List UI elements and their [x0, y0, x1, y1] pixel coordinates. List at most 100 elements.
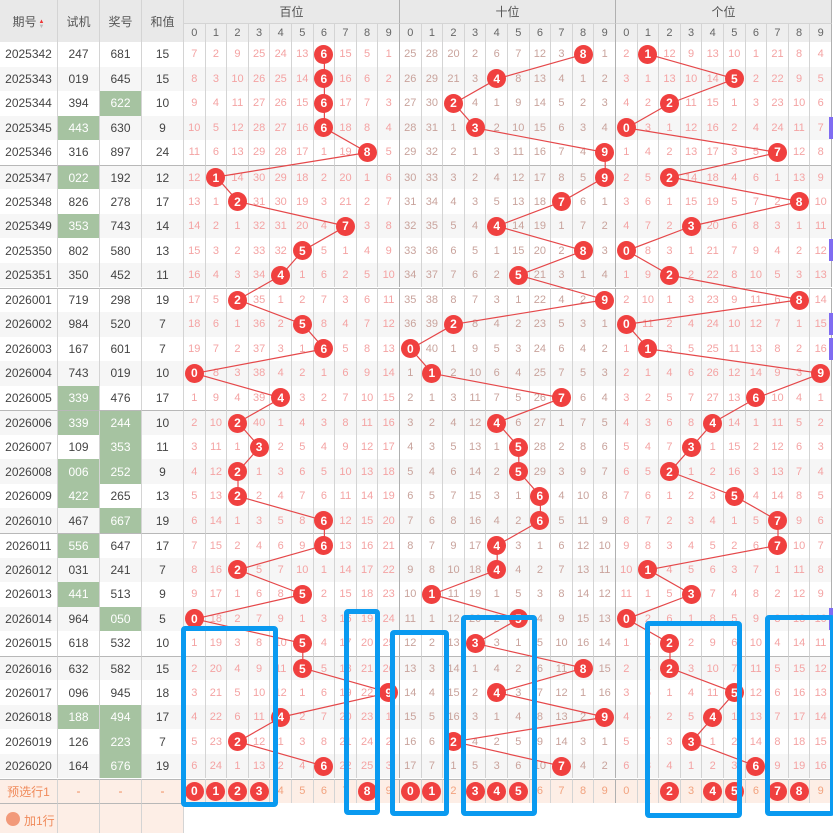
preselect-digit-tens-2[interactable]: 2 — [443, 778, 465, 804]
preselect-label[interactable]: 预选行1 — [0, 778, 58, 804]
add-row-button[interactable]: 加1行 — [0, 803, 58, 833]
omission-cell: 6 — [680, 361, 703, 386]
preselect-digit-hundreds-9[interactable]: 9 — [378, 778, 400, 804]
omission-value: 9 — [191, 588, 198, 601]
preselect-digit-tens-4[interactable]: 4 — [486, 778, 508, 804]
preselect-digit-hundreds-6[interactable]: 6 — [313, 778, 336, 804]
selected-ball[interactable]: 4 — [487, 781, 507, 801]
omission-cell: 4 — [205, 262, 228, 288]
hit-ball: 2 — [659, 633, 679, 653]
preselect-digit-tens-5[interactable]: 5 — [508, 778, 530, 804]
preselect-digit-hundreds-1[interactable]: 1 — [205, 778, 228, 804]
omission-value: 7 — [709, 588, 716, 601]
issue-cell: 2025347 — [0, 164, 58, 190]
preselect-digit-hundreds-7[interactable]: 7 — [335, 778, 357, 804]
omission-cell: 12 — [378, 312, 400, 337]
omission-cell: 8 — [788, 287, 811, 313]
preselect-digit-units-8[interactable]: 8 — [788, 778, 811, 804]
preselect-digit-tens-9[interactable]: 9 — [594, 778, 616, 804]
preselect-digit-hundreds-0[interactable]: 0 — [184, 778, 206, 804]
issue-cell: 2026011 — [0, 533, 58, 558]
omission-value: 14 — [533, 97, 547, 110]
preselect-digit-units-0[interactable]: 0 — [616, 778, 638, 804]
test-number-cell: 984 — [58, 312, 100, 337]
omission-value: 1 — [234, 318, 241, 331]
selected-ball[interactable]: 0 — [184, 781, 204, 801]
omission-cell: 2 — [659, 213, 681, 239]
omission-cell: 16 — [530, 140, 552, 165]
preselect-digit-hundreds-3[interactable]: 3 — [248, 778, 271, 804]
selected-ball[interactable]: 1 — [206, 781, 226, 801]
preselect-digit-units-3[interactable]: 3 — [680, 778, 703, 804]
digit-header-hundreds-3: 3 — [248, 23, 271, 42]
omission-value: 5 — [817, 490, 824, 503]
omission-cell: 11 — [227, 91, 249, 116]
issue-header[interactable]: 期号▲▼ — [0, 0, 58, 42]
preselect-digit-units-2[interactable]: 2 — [659, 778, 681, 804]
omission-cell: 3 — [465, 631, 487, 656]
sum-cell: 13 — [142, 483, 184, 509]
omission-value: 6 — [277, 539, 284, 552]
sort-arrows-icon[interactable]: ▲▼ — [38, 19, 45, 30]
preselect-digit-tens-3[interactable]: 3 — [464, 778, 487, 804]
digit-header-tens-4: 4 — [486, 23, 508, 42]
preselect-digit-units-1[interactable]: 1 — [637, 778, 660, 804]
preselect-digit-tens-6[interactable]: 6 — [529, 778, 552, 804]
omission-value: 2 — [666, 514, 673, 527]
omission-value: 18 — [382, 465, 395, 478]
omission-cell: 5 — [508, 582, 530, 607]
omission-value: 9 — [299, 539, 306, 552]
digit-header-hundreds-6: 6 — [313, 23, 336, 42]
omission-cell: 5 — [443, 213, 465, 239]
omission-cell: 7 — [508, 42, 530, 67]
preselect-digit-hundreds-2[interactable]: 2 — [227, 778, 249, 804]
preselect-digit-units-5[interactable]: 5 — [724, 778, 746, 804]
omission-cell: 2 — [659, 508, 681, 533]
selected-ball[interactable]: 7 — [767, 781, 787, 801]
selected-ball[interactable]: 5 — [508, 781, 528, 801]
preselect-digit-hundreds-4[interactable]: 4 — [270, 778, 292, 804]
selected-ball[interactable]: 4 — [703, 781, 723, 801]
omission-cell: 3 — [486, 753, 508, 779]
omission-value: 4 — [558, 294, 565, 307]
preselect-digit-hundreds-8[interactable]: 8 — [356, 778, 379, 804]
omission-value: 7 — [472, 294, 479, 307]
omission-value: 21 — [360, 662, 374, 675]
omission-value: 7 — [731, 244, 738, 257]
omission-value: 6 — [536, 662, 543, 675]
preselect-digit-hundreds-5[interactable]: 5 — [292, 778, 314, 804]
selected-ball[interactable]: 5 — [724, 781, 744, 801]
selected-ball[interactable]: 8 — [789, 781, 809, 801]
omission-cell: 17 — [400, 753, 422, 779]
omission-cell: 2 — [702, 459, 724, 484]
selected-ball[interactable]: 2 — [659, 781, 679, 801]
preselect-digit-units-6[interactable]: 6 — [745, 778, 768, 804]
selected-ball[interactable]: 0 — [400, 781, 420, 801]
selected-ball[interactable]: 8 — [357, 781, 377, 801]
selected-ball[interactable]: 3 — [465, 781, 485, 801]
selected-ball[interactable]: 1 — [422, 781, 442, 801]
preselect-digit-tens-8[interactable]: 8 — [572, 778, 595, 804]
omission-cell: 26 — [530, 385, 552, 411]
selected-ball[interactable]: 2 — [227, 781, 247, 801]
omission-value: 2 — [277, 760, 284, 773]
preselect-digit-units-4[interactable]: 4 — [702, 778, 724, 804]
preselect-digit-units-7[interactable]: 7 — [767, 778, 789, 804]
omission-value: 2 — [601, 220, 608, 233]
omission-cell: 19 — [378, 483, 400, 509]
omission-cell: 11 — [443, 582, 465, 607]
omission-value: 2 — [450, 367, 457, 380]
preselect-digit-tens-0[interactable]: 0 — [400, 778, 422, 804]
hit-ball: 4 — [271, 707, 291, 727]
omission-cell: 2 — [486, 262, 508, 288]
preselect-digit-tens-7[interactable]: 7 — [551, 778, 573, 804]
omission-cell: 13 — [788, 606, 811, 632]
omission-cell: 3 — [335, 287, 357, 313]
preselect-digit-units-9[interactable]: 9 — [810, 778, 832, 804]
omission-cell: 3 — [421, 655, 444, 681]
preselect-digit-tens-1[interactable]: 1 — [421, 778, 444, 804]
omission-value: 7 — [817, 121, 824, 134]
omission-cell: 6 — [249, 582, 271, 607]
omission-cell: 3 — [680, 655, 703, 681]
selected-ball[interactable]: 3 — [249, 781, 269, 801]
